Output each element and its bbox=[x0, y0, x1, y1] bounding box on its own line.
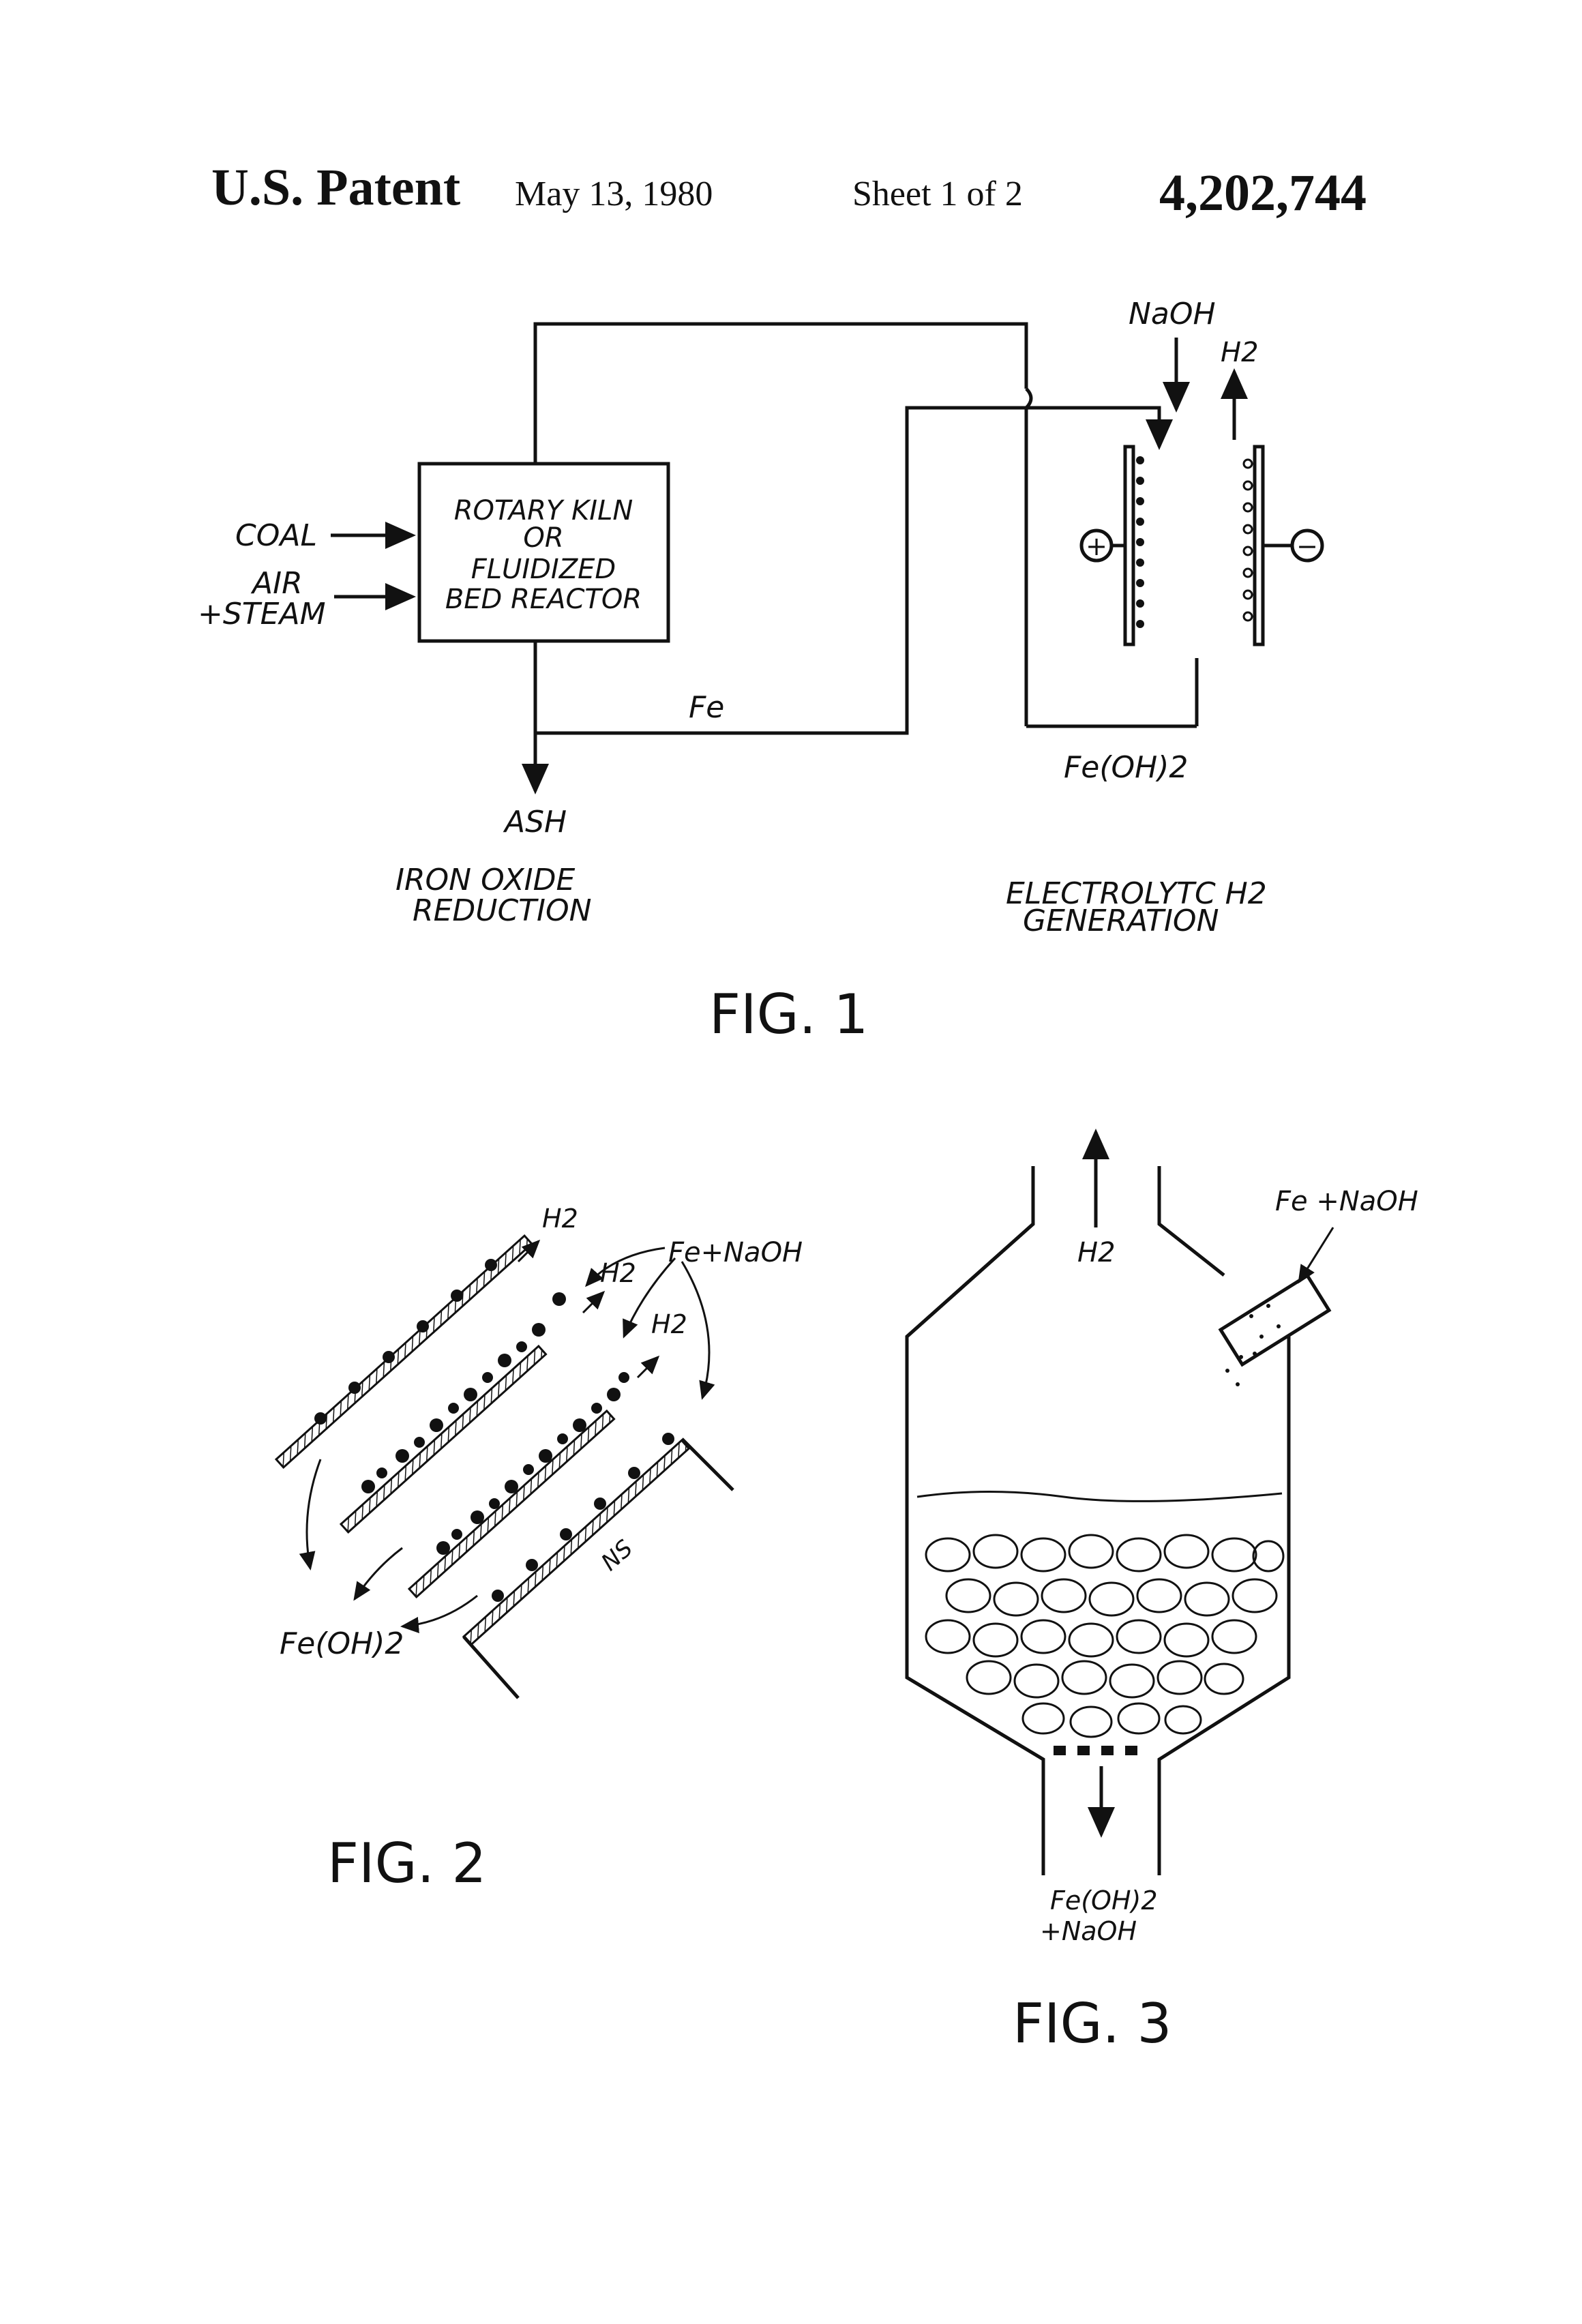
anode-dots bbox=[1136, 456, 1144, 628]
feed-pipe bbox=[1221, 1276, 1329, 1365]
fig3: H2 Fe +NaOH Fe(OH)2 +NaOH FIG. 3 bbox=[907, 1132, 1418, 2055]
fig2-ns: NS bbox=[596, 1535, 638, 1577]
fig2-h2-c: H2 bbox=[651, 1309, 687, 1339]
pebble-bed bbox=[926, 1535, 1283, 1737]
fig3-label: FIG. 3 bbox=[1013, 1992, 1171, 2055]
fig3-fe-naoh: Fe +NaOH bbox=[1275, 1186, 1418, 1217]
fe-feed-line bbox=[535, 408, 1159, 733]
fe-label: Fe bbox=[689, 690, 724, 725]
fig3-out-2: +NaOH bbox=[1040, 1916, 1137, 1946]
channel bbox=[464, 1440, 689, 1645]
naoh-label: NaOH bbox=[1129, 297, 1216, 331]
crossover bbox=[1026, 389, 1031, 408]
grate bbox=[1054, 1746, 1137, 1755]
fig2-h2-b: H2 bbox=[600, 1258, 636, 1288]
steam-label: +STEAM bbox=[198, 597, 326, 631]
minus-sign: − bbox=[1296, 531, 1318, 561]
cathode bbox=[1255, 447, 1263, 644]
return-line bbox=[535, 324, 1026, 464]
left-caption-2: REDUCTION bbox=[413, 893, 592, 928]
anode bbox=[1125, 447, 1133, 644]
reactor-text-3: FLUIDIZED bbox=[471, 554, 616, 585]
h2-label-fig1: H2 bbox=[1221, 337, 1259, 368]
reactor-text-2: OR bbox=[523, 522, 563, 554]
fig2-h2-a: H2 bbox=[542, 1204, 578, 1234]
cathode-bubbles bbox=[1244, 460, 1252, 621]
bed-surface bbox=[917, 1492, 1282, 1502]
fig3-h2: H2 bbox=[1077, 1237, 1116, 1268]
fig2-fe-naoh: Fe+NaOH bbox=[668, 1237, 803, 1268]
fig2-label: FIG. 2 bbox=[327, 1832, 486, 1895]
fig3-out-1: Fe(OH)2 bbox=[1050, 1886, 1158, 1916]
coal-label: COAL bbox=[235, 518, 317, 553]
feoh2-label-fig1: Fe(OH)2 bbox=[1064, 750, 1188, 785]
ash-label: ASH bbox=[503, 805, 567, 839]
fig1: ROTARY KILN OR FLUIDIZED BED REACTOR COA… bbox=[198, 297, 1322, 1046]
fig2: H2 H2 H2 Fe+NaOH Fe(OH)2 NS FIG. 2 bbox=[276, 1204, 803, 1895]
reactor-text-4: BED REACTOR bbox=[445, 584, 642, 615]
fig2-feoh2: Fe(OH)2 bbox=[280, 1626, 404, 1661]
left-caption-1: IRON OXIDE bbox=[395, 863, 576, 897]
right-caption-2: GENERATION bbox=[1023, 904, 1219, 938]
fig1-label: FIG. 1 bbox=[709, 983, 868, 1046]
air-label: AIR bbox=[250, 566, 303, 601]
plus-sign: + bbox=[1086, 531, 1107, 561]
